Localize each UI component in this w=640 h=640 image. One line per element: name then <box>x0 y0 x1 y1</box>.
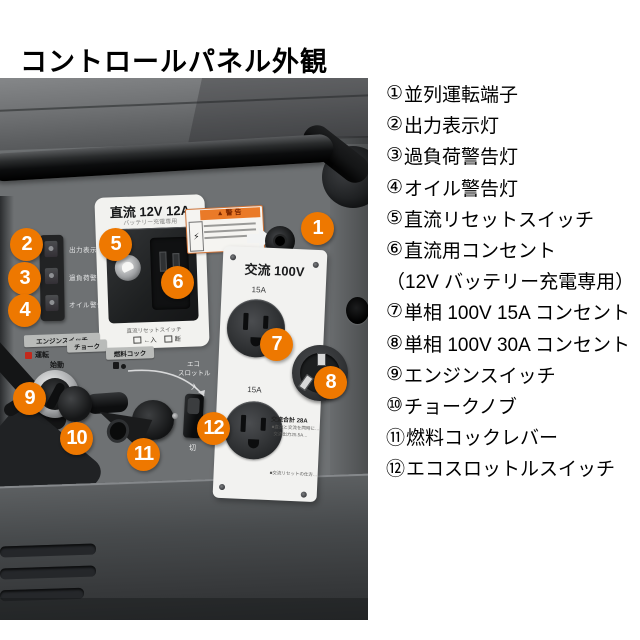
legend-num: ① <box>386 83 404 105</box>
oil-lamp-label: オイル警告灯 <box>69 302 111 309</box>
bottom-shadow <box>0 598 368 620</box>
callout-9: 9 <box>13 382 46 415</box>
legend-label: 出力表示灯 <box>404 116 500 138</box>
legend-num: ⑧ <box>386 332 404 354</box>
legend-num: ⑤ <box>386 207 404 229</box>
page-title: コントロールパネル外観 <box>20 47 328 77</box>
legend-label: （12V バッテリー充電専用） <box>386 272 635 294</box>
legend-num: ③ <box>386 145 404 167</box>
legend-num: ② <box>386 114 404 136</box>
legend-label: 単相 100V 15A コンセント <box>404 303 631 325</box>
choke-knob[interactable] <box>58 386 92 422</box>
legend-num: ④ <box>386 176 404 198</box>
fuel-cock-icon <box>121 364 126 369</box>
callout-7: 7 <box>260 328 293 361</box>
fuel-cock-arc-arrow <box>127 369 205 397</box>
run-position-mark <box>25 352 32 359</box>
run-label: 運転 <box>35 352 49 359</box>
callout-3: 3 <box>8 262 41 295</box>
legend-num: ⑩ <box>386 394 404 416</box>
legend-num: ⑨ <box>386 363 404 385</box>
callout-11: 11 <box>127 438 160 471</box>
legend-num: ⑪ <box>386 428 406 450</box>
legend-label: 並列運転端子 <box>404 85 519 107</box>
legend-label: チョークノブ <box>404 396 517 418</box>
legend-label: 燃料コックレバー <box>406 428 559 450</box>
legend-label: エンジンスイッチ <box>404 365 556 387</box>
callout-2: 2 <box>10 228 43 261</box>
callout-10: 10 <box>60 422 93 455</box>
legend-label: 直流用コンセント <box>404 241 557 263</box>
output-lamp-label: 出力表示灯 <box>69 247 104 254</box>
legend-label: エコスロットルスイッチ <box>406 459 616 481</box>
fuel-cock-icon <box>113 362 119 369</box>
legend-item-6b: （12V バッテリー充電専用） <box>386 265 638 296</box>
legend-label: オイル警告灯 <box>404 178 519 200</box>
start-label: 始動 <box>50 362 64 369</box>
side-hole <box>346 297 368 324</box>
eco-label-line1: エコ <box>187 361 200 368</box>
callout-1: 1 <box>301 212 334 245</box>
screw-icon <box>172 413 178 419</box>
legend-label: 単相 100V 30A コンセント <box>404 334 631 356</box>
eco-off-label: 切 <box>189 445 196 452</box>
callout-5: 5 <box>99 228 132 261</box>
outlet-slot <box>317 353 326 366</box>
legend-label: 過負荷警告灯 <box>404 147 519 169</box>
callout-12: 12 <box>197 412 230 445</box>
legend-label: 直流リセットスイッチ <box>404 209 595 231</box>
callout-4: 4 <box>8 294 41 327</box>
fuel-cock-base <box>132 400 174 440</box>
overload-lamp-label: 過負荷警告灯 <box>69 275 111 282</box>
legend-num: ⑦ <box>386 301 404 323</box>
legend-num: ⑥ <box>386 239 404 261</box>
eco-on-label: 入 <box>191 384 198 391</box>
callout-6: 6 <box>161 266 194 299</box>
callout-8: 8 <box>314 366 347 399</box>
legend-num: ⑫ <box>386 459 406 481</box>
eco-label-line2: スロットル <box>178 370 211 377</box>
control-panel-photo: 出力表示灯 過負荷警告灯 オイル警告灯 直流 12V 12A バッテリー充電専用… <box>0 78 368 620</box>
